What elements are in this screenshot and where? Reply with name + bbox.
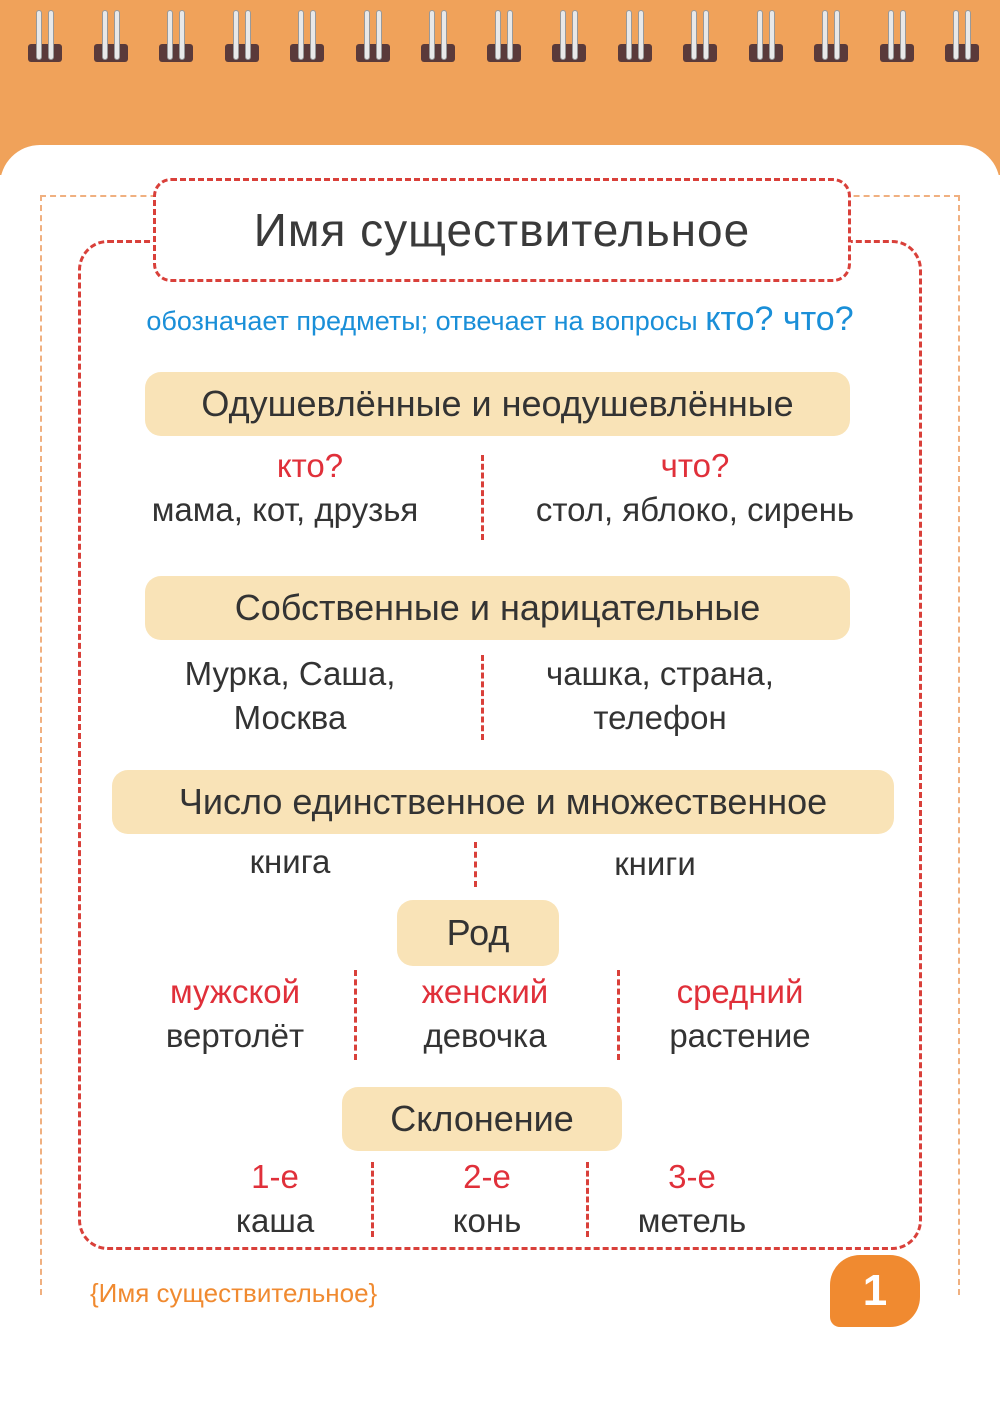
declension-1: 1-е — [251, 1158, 299, 1195]
section-heading: Одушевлённые и неодушевлённые — [145, 372, 850, 436]
declension-2: 2-е — [463, 1158, 511, 1195]
declension-2-example: конь — [452, 1202, 522, 1239]
divider — [354, 970, 357, 1060]
title-box: Имя существительное — [153, 178, 851, 282]
feminine-example: девочка — [423, 1017, 547, 1054]
divider — [481, 655, 484, 740]
divider — [371, 1162, 374, 1237]
neuter-example: растение — [669, 1017, 811, 1054]
spiral-ring — [290, 10, 324, 62]
spiral-ring — [486, 10, 521, 62]
singular-example: книга — [249, 843, 331, 880]
subtitle: обозначает предметы; отвечает на вопросы… — [0, 300, 1000, 339]
declension-3-example: метель — [637, 1202, 747, 1239]
common-examples: чашка, страна, — [546, 655, 774, 692]
spiral-ring — [879, 10, 914, 62]
section-heading: Род — [397, 900, 559, 966]
declension-1-example: каша — [235, 1202, 315, 1239]
spiral-ring — [355, 10, 390, 62]
divider — [586, 1162, 589, 1237]
inanimate-examples: стол, яблоко, сирень — [535, 491, 855, 528]
divider — [481, 455, 484, 540]
spiral-ring — [159, 10, 193, 62]
proper-examples: Мурка, Саша, — [184, 655, 396, 692]
page-title: Имя существительное — [253, 204, 751, 256]
spiral-ring — [683, 10, 717, 62]
section-heading: Число единственное и множественное — [112, 770, 894, 834]
spiral-ring — [93, 10, 128, 62]
spiral-ring — [421, 10, 455, 62]
section-heading: Склонение — [342, 1087, 622, 1151]
subtitle-text: обозначает предметы; отвечает на вопросы — [146, 306, 698, 336]
spiral-ring — [28, 10, 62, 62]
gender-masculine: мужской — [169, 973, 301, 1010]
spiral-ring — [224, 10, 259, 62]
spiral-ring — [945, 10, 979, 62]
gender-neuter: средний — [676, 973, 804, 1010]
spiral-ring — [814, 10, 848, 62]
subtitle-questions: кто? что? — [705, 300, 854, 338]
footer-label: {Имя существительное} — [90, 1278, 378, 1308]
divider — [617, 970, 620, 1060]
section-heading: Собственные и нарицательные — [145, 576, 850, 640]
animate-examples: мама, кот, друзья — [151, 491, 419, 528]
masculine-example: вертолёт — [165, 1017, 305, 1054]
proper-examples-2: Москва — [233, 699, 347, 736]
page-number: 1 — [830, 1255, 920, 1327]
question-what: что? — [660, 447, 730, 484]
declension-3: 3-е — [668, 1158, 716, 1195]
spiral-ring — [748, 10, 783, 62]
spiral-ring — [552, 10, 586, 62]
common-examples-2: телефон — [593, 699, 727, 736]
divider — [474, 842, 477, 887]
gender-feminine: женский — [421, 973, 549, 1010]
question-who: кто? — [276, 447, 344, 484]
plural-example: книги — [614, 845, 696, 882]
spiral-ring — [617, 10, 652, 62]
